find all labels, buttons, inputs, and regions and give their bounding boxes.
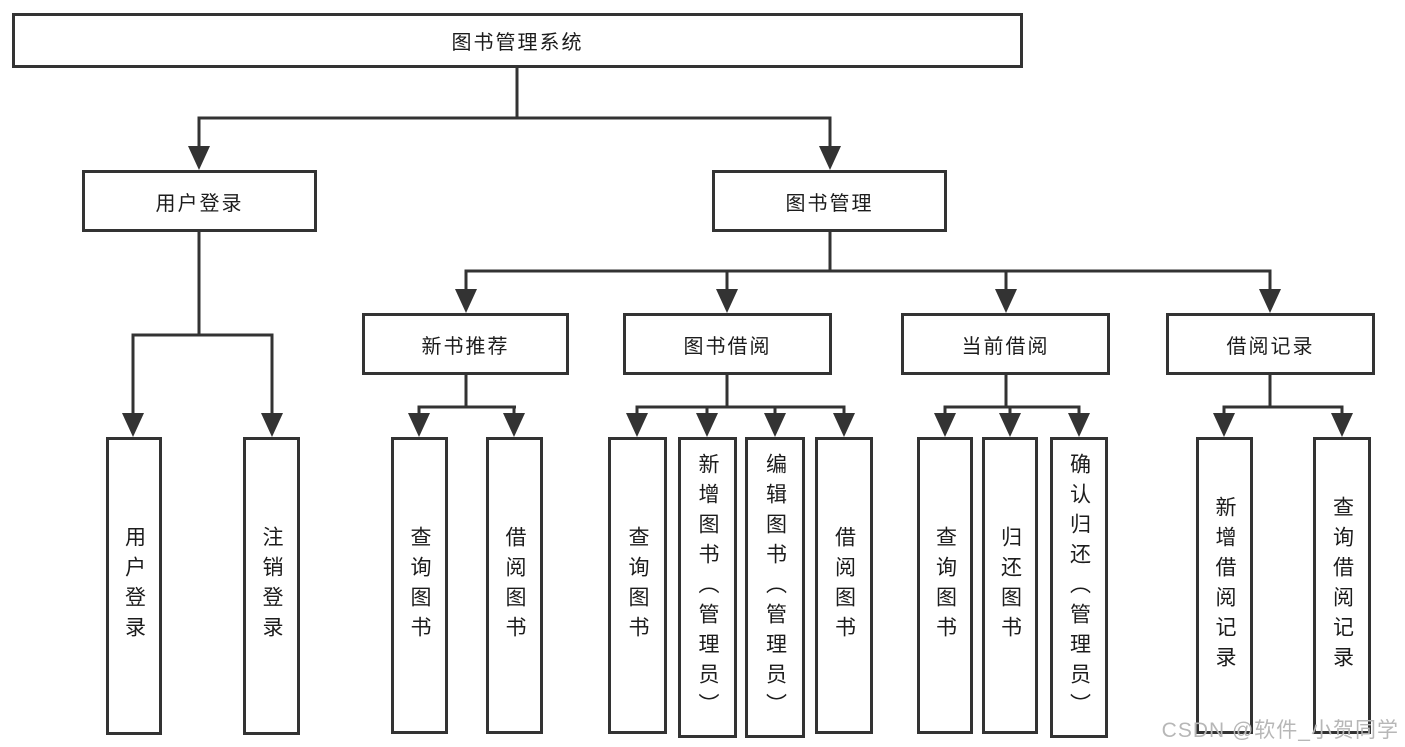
leaf-cb-return-books: 归还图书: [982, 437, 1038, 734]
leaf-br-query-record-label: 查询借阅记录: [1330, 495, 1354, 676]
leaf-user-login: 用户登录: [106, 437, 162, 735]
leaf-logout: 注销登录: [243, 437, 300, 735]
node-current-borrow-label: 当前借阅: [961, 335, 1050, 358]
leaf-nbr-query-books: 查询图书: [391, 437, 448, 734]
leaf-logout-label: 注销登录: [260, 526, 283, 646]
node-new-book-recommend-label: 新书推荐: [421, 335, 510, 358]
leaf-cb-confirm-return-admin: 确认归还（管理员）: [1050, 437, 1108, 738]
leaf-cb-query-books-label: 查询图书: [933, 525, 957, 646]
leaf-cb-return-books-label: 归还图书: [998, 525, 1022, 646]
leaf-br-add-record: 新增借阅记录: [1196, 437, 1253, 734]
node-new-book-recommend: 新书推荐: [362, 313, 569, 375]
node-borrow-records: 借阅记录: [1166, 313, 1375, 375]
node-user-login-label: 用户登录: [155, 192, 244, 215]
leaf-cb-query-books: 查询图书: [917, 437, 973, 734]
csdn-watermark: CSDN @软件_小贺同学: [1161, 719, 1399, 742]
node-root: 图书管理系统: [12, 13, 1023, 68]
leaf-nbr-borrow-books-label: 借阅图书: [503, 525, 526, 646]
leaf-br-query-record: 查询借阅记录: [1313, 437, 1371, 734]
node-book-management-label: 图书管理: [785, 192, 874, 215]
leaf-nbr-borrow-books: 借阅图书: [486, 437, 543, 734]
leaf-bb-edit-books-admin: 编辑图书（管理员）: [745, 437, 805, 738]
node-book-management: 图书管理: [712, 170, 947, 232]
node-user-login: 用户登录: [82, 170, 317, 232]
leaf-user-login-label: 用户登录: [122, 526, 146, 646]
node-root-label: 图书管理系统: [451, 32, 584, 54]
leaf-bb-add-books-admin-label: 新增图书（管理员）: [696, 452, 719, 723]
leaf-nbr-query-books-label: 查询图书: [408, 525, 431, 646]
leaf-bb-query-books-label: 查询图书: [626, 525, 649, 646]
leaf-bb-add-books-admin: 新增图书（管理员）: [678, 437, 737, 738]
node-borrow-records-label: 借阅记录: [1226, 335, 1315, 358]
leaf-bb-borrow-books-label: 借阅图书: [832, 525, 856, 646]
leaf-br-add-record-label: 新增借阅记录: [1213, 495, 1236, 676]
node-current-borrow: 当前借阅: [901, 313, 1110, 375]
leaf-bb-edit-books-admin-label: 编辑图书（管理员）: [763, 452, 787, 723]
node-book-borrow-label: 图书借阅: [683, 335, 772, 358]
leaf-bb-query-books: 查询图书: [608, 437, 667, 734]
leaf-bb-borrow-books: 借阅图书: [815, 437, 873, 734]
node-book-borrow: 图书借阅: [623, 313, 832, 375]
leaf-cb-confirm-return-admin-label: 确认归还（管理员）: [1067, 452, 1091, 723]
